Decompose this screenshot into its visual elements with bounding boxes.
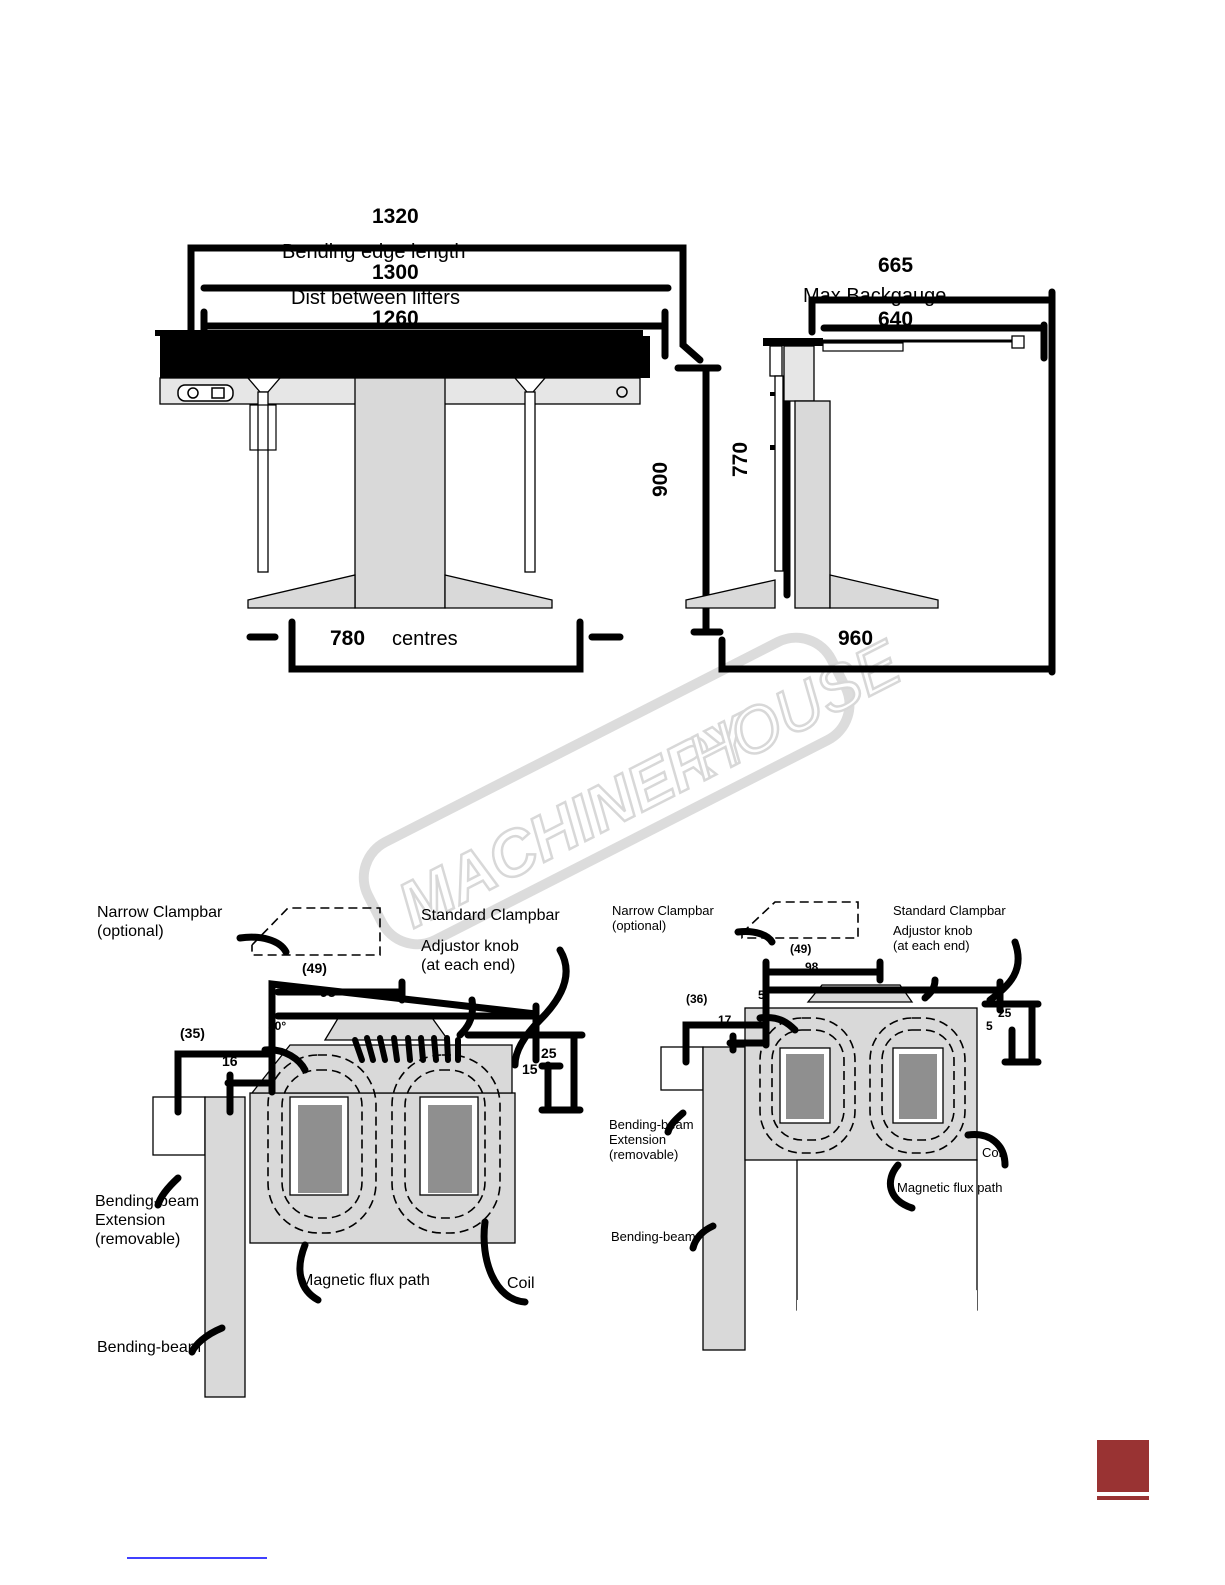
right-label-beam: Bending-beam <box>611 1229 696 1244</box>
right-label-narrow-optional: (optional) <box>612 918 666 933</box>
left-label-extension-2: Extension <box>95 1212 165 1229</box>
left-label-adjustor-sub: (at each end) <box>421 957 515 974</box>
right-label-coil: Coil <box>982 1145 1005 1160</box>
left-dim-15: 15 <box>522 1061 538 1077</box>
label-centres: centres <box>392 628 458 650</box>
dim-665: 665 <box>878 254 913 277</box>
right-dim-49: (49) <box>790 942 811 956</box>
right-label-adjustor: Adjustor knob <box>893 923 973 938</box>
right-label-narrow-clampbar: Narrow Clampbar <box>612 903 715 918</box>
left-label-standard-clampbar: Standard Clampbar <box>421 907 560 924</box>
left-dim-16: 16 <box>222 1053 238 1069</box>
watermark-brand-light: HOUSE <box>676 626 913 794</box>
right-dim-98: 98 <box>805 960 819 974</box>
label-bending-edge: Bending edge length <box>282 241 466 263</box>
left-label-adjustor: Adjustor knob <box>421 938 519 955</box>
right-label-standard-clampbar: Standard Clampbar <box>893 903 1006 918</box>
left-label-extension-3: (removable) <box>95 1231 180 1248</box>
power-switch <box>177 384 234 402</box>
dim-640: 640 <box>878 308 913 331</box>
left-label-narrow-optional: (optional) <box>97 923 164 940</box>
left-dim-50deg: 50° <box>268 1019 286 1033</box>
left-dim-35: (35) <box>180 1025 205 1041</box>
right-dim-5b: 5 <box>986 1019 993 1033</box>
dim-780: 780 <box>330 627 365 650</box>
dim-1260: 1260 <box>372 307 419 330</box>
right-label-flux: Magnetic flux path <box>897 1180 1003 1195</box>
dim-770: 770 <box>729 442 752 477</box>
page-tab <box>1097 1440 1149 1492</box>
page-tab-rule <box>1097 1496 1149 1500</box>
side-view: 665 Max Backgauge 640 960 <box>685 254 1056 676</box>
dim-1320: 1320 <box>372 205 419 228</box>
right-label-extension-3: (removable) <box>609 1147 678 1162</box>
right-dim-36: (36) <box>686 992 707 1006</box>
left-label-flux: Magnetic flux path <box>300 1272 430 1289</box>
right-label-extension-1: Bending-beam <box>609 1117 694 1132</box>
dim-900: 900 <box>649 462 672 497</box>
label-lifters: Dist between lifters <box>291 287 460 309</box>
right-label-adjustor-sub: (at each end) <box>893 938 970 953</box>
left-dim-25: 25 <box>541 1045 557 1061</box>
right-dim-17: 17 <box>718 1013 732 1027</box>
label-max-backgauge: Max Backgauge <box>803 285 946 307</box>
dim-1300: 1300 <box>372 261 419 284</box>
right-section-diagram: (49) 98 (36) 17 5 25 5 Narrow Clampbar (… <box>609 901 1042 1351</box>
left-label-coil: Coil <box>507 1275 535 1292</box>
right-label-extension-2: Extension <box>609 1132 666 1147</box>
left-dim-98: 98 <box>320 984 336 1000</box>
dim-960: 960 <box>838 627 873 650</box>
left-section-diagram: (49) 98 (35) 16 50° 25 15 Narrow Clampba… <box>95 904 586 1398</box>
left-label-narrow-clampbar: Narrow Clampbar <box>97 904 223 921</box>
left-label-extension-1: Bending-beam <box>95 1193 199 1210</box>
left-dim-49: (49) <box>302 960 327 976</box>
left-label-beam: Bending-beam <box>97 1339 201 1356</box>
right-dim-5: 5 <box>758 988 765 1002</box>
right-dim-25: 25 <box>998 1006 1012 1020</box>
front-view: 1320 Bending edge length 1300 Dist betwe… <box>155 205 704 673</box>
